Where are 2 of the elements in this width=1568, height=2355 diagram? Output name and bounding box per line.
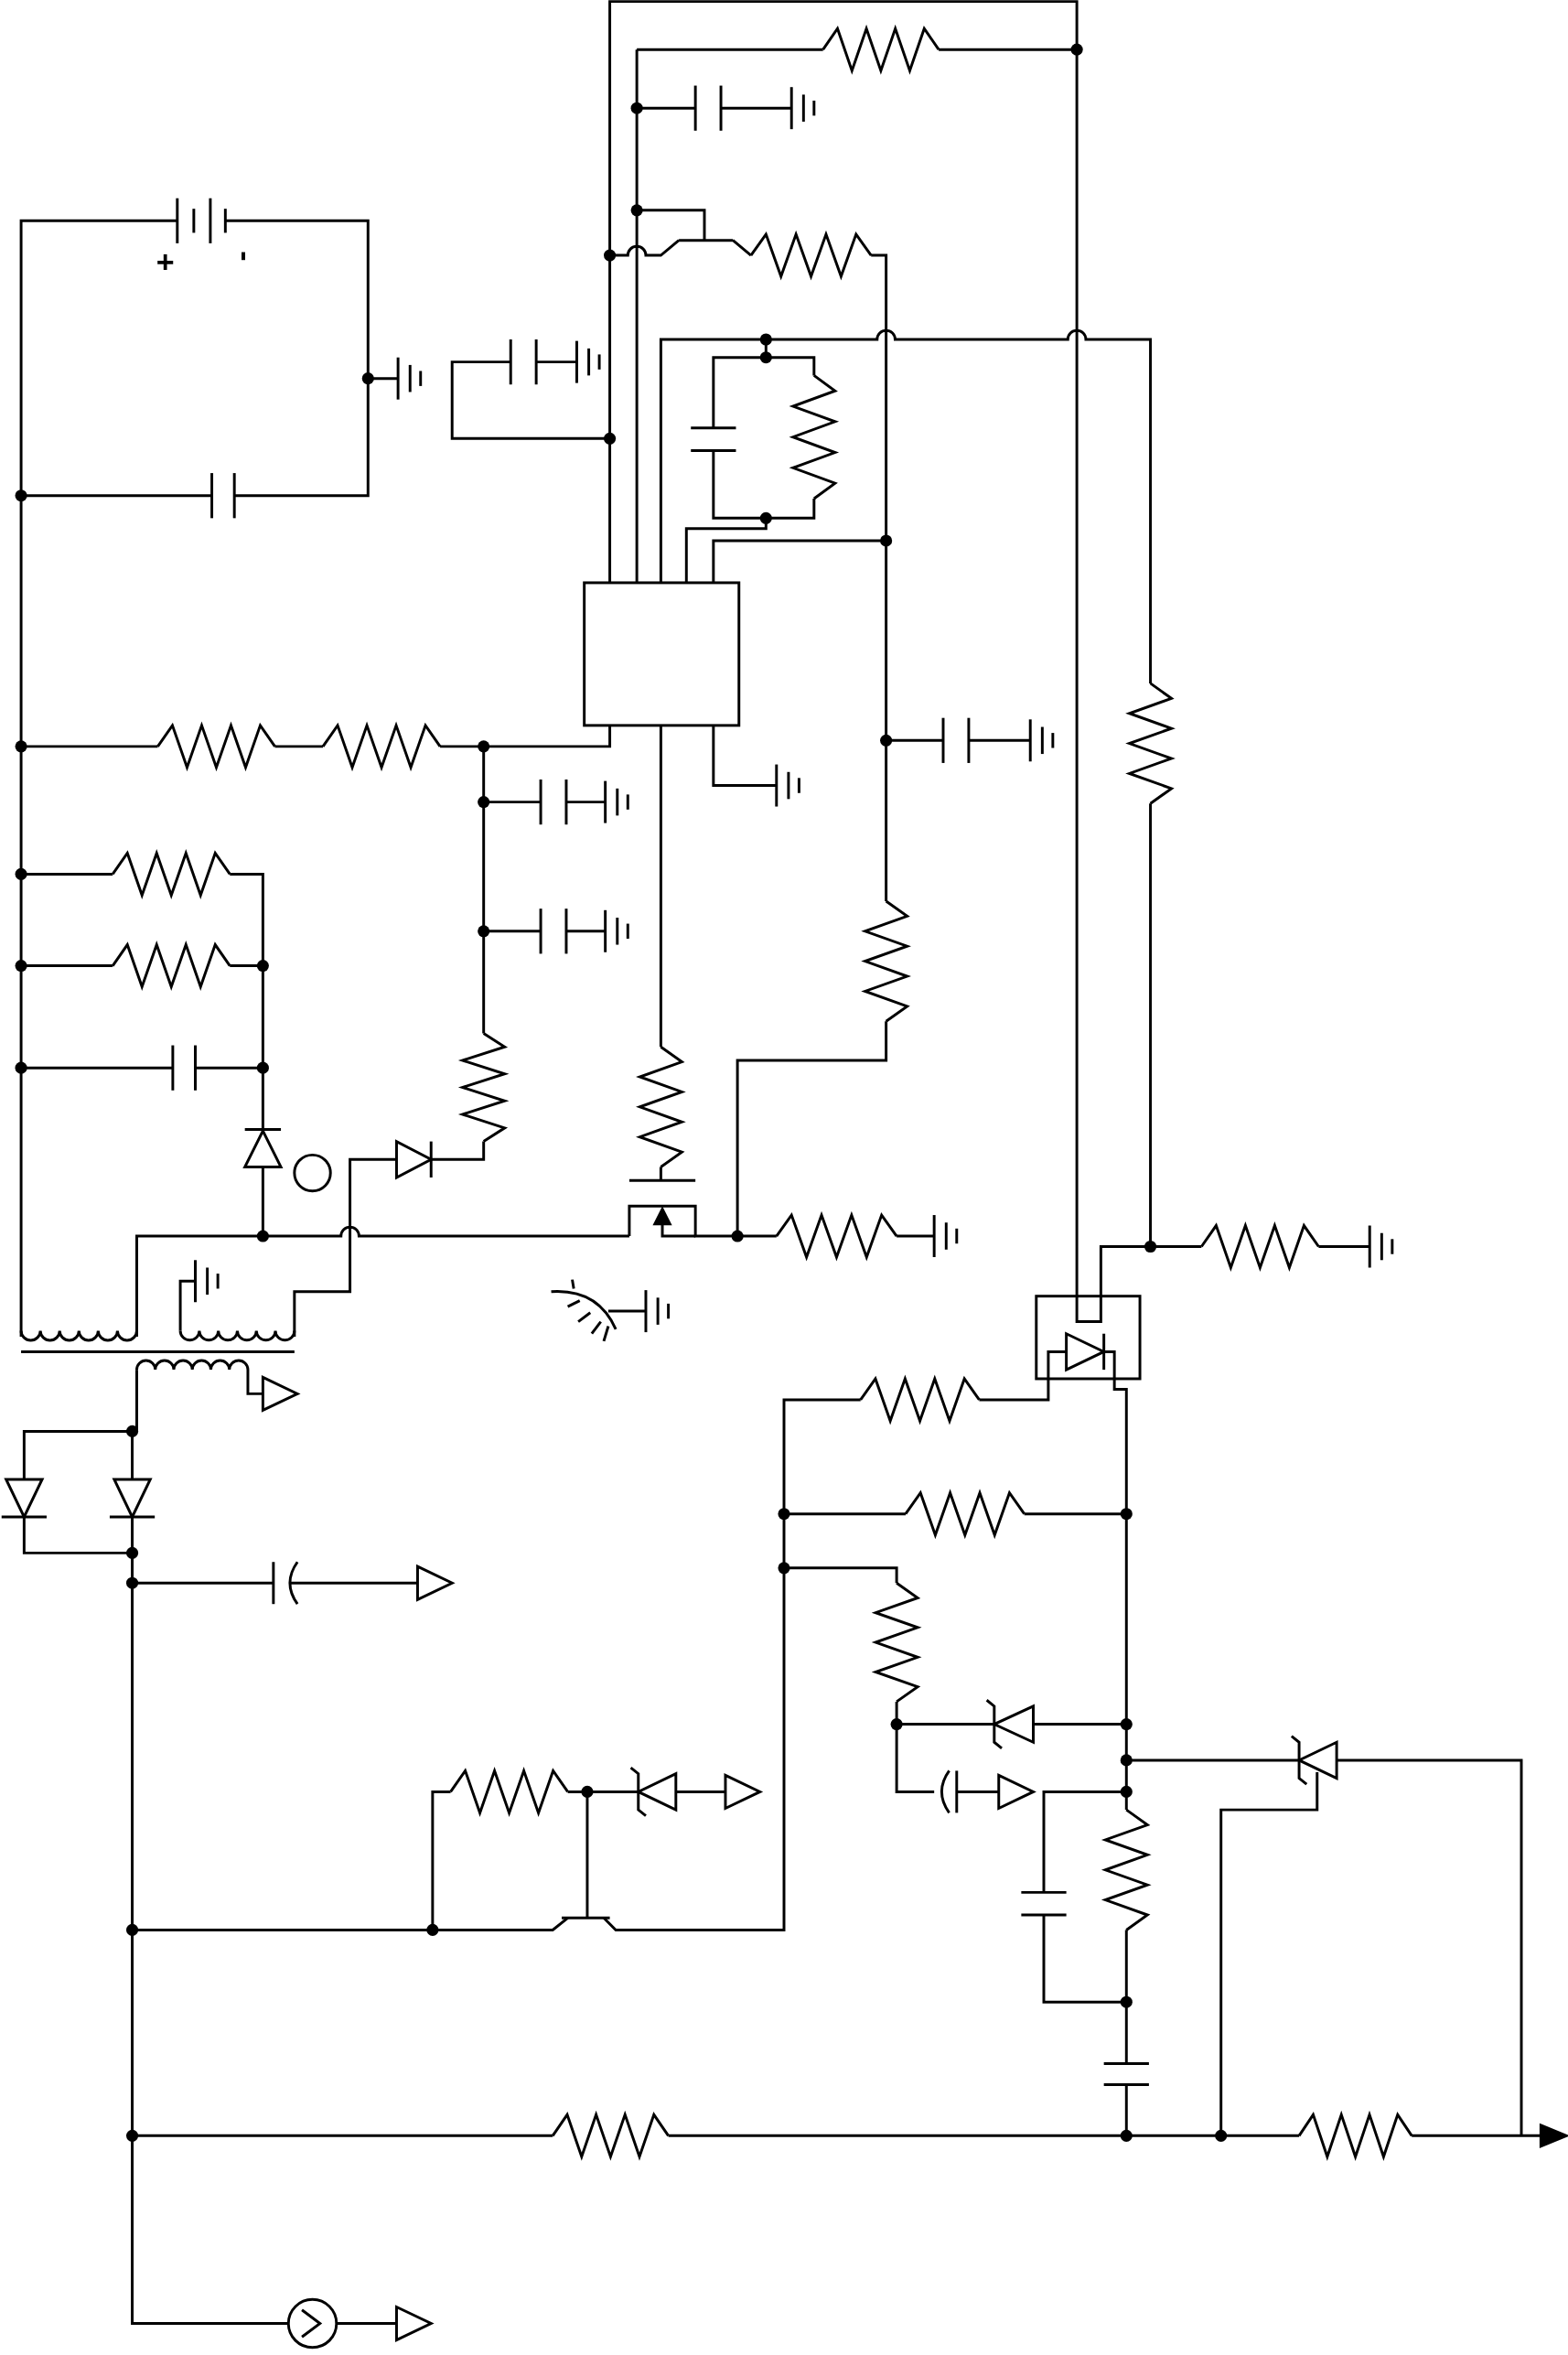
polarity-label: - [230,251,262,262]
polarity-label: + [156,246,175,278]
